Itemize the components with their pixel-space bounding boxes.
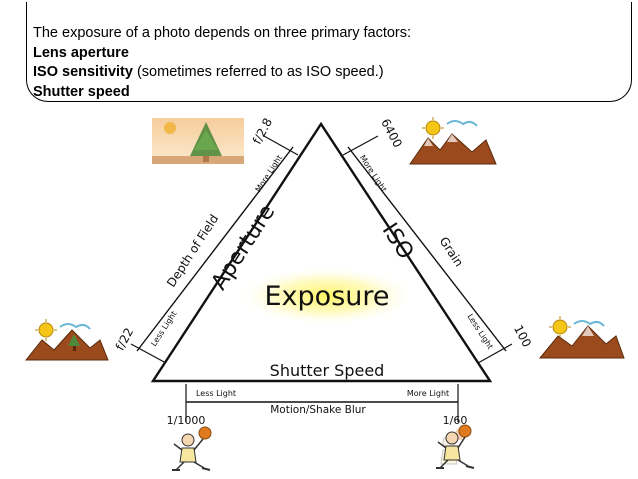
iso-top-tick: [342, 135, 379, 156]
iso-scale-line: [347, 146, 507, 352]
mountain-sun-icon-right: [538, 316, 625, 359]
aperture-top-tick: [263, 135, 299, 156]
shutter-less-light: Less Light: [196, 389, 236, 398]
basketball-player-frozen-icon: [172, 426, 212, 471]
triangle-outline: [150, 121, 493, 383]
shutter-left-value: 1/1000: [167, 414, 206, 427]
grain-label: Grain: [437, 234, 466, 269]
shutter-more-light: More Light: [407, 389, 449, 398]
iso-top-value: 6400: [378, 116, 405, 150]
intro-heading: The exposure of a photo depends on three…: [33, 25, 412, 41]
factor-iso: ISO sensitivity (sometimes referred to a…: [33, 64, 384, 80]
aperture-scale-line: [136, 146, 294, 352]
motion-blur-label: Motion/Shake Blur: [270, 404, 366, 416]
mountain-sun-icon-high-iso: [409, 117, 497, 165]
exposure-glow: [237, 266, 417, 326]
shutter-right-value: 1/60: [443, 414, 468, 427]
aperture-bottom-value: f/22: [113, 325, 136, 352]
iso-label: ISO: [377, 219, 419, 264]
factor-aperture: Lens aperture: [33, 44, 129, 61]
basketball-player-blurred-icon: [436, 424, 475, 469]
blurred-tree-icon: [152, 118, 244, 164]
factor-shutter: Shutter speed: [33, 83, 130, 100]
exposure-label: Exposure: [265, 281, 390, 312]
iso-bottom-tick: [477, 343, 513, 364]
aperture-top-value: f/2.8: [250, 116, 275, 147]
shutter-speed-label: Shutter Speed: [270, 361, 385, 380]
iso-bottom-value: 100: [511, 323, 534, 350]
aperture-bottom-tick: [130, 343, 167, 364]
mountain-sun-icon-left: [24, 319, 109, 361]
intro-text-box: The exposure of a photo depends on three…: [26, 2, 632, 102]
